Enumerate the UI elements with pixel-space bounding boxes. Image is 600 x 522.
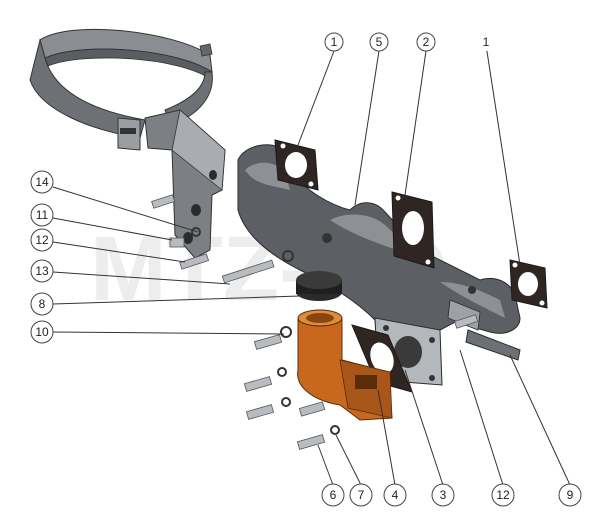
svg-text:2: 2 <box>423 35 430 49</box>
callout-13: 13 <box>30 259 54 283</box>
callout-10: 10 <box>30 320 54 344</box>
callout-1-right: 1 <box>477 33 495 51</box>
svg-text:13: 13 <box>35 264 49 278</box>
callout-2: 2 <box>416 32 436 52</box>
svg-text:8: 8 <box>39 297 46 311</box>
svg-text:1: 1 <box>331 35 338 49</box>
gasket-4 <box>351 324 413 393</box>
svg-text:1: 1 <box>483 35 490 49</box>
clamp-band <box>29 28 213 151</box>
gasket-2 <box>391 191 435 269</box>
svg-text:4: 4 <box>392 488 399 502</box>
callout-3: 3 <box>431 483 455 507</box>
svg-text:12: 12 <box>496 488 510 502</box>
svg-text:11: 11 <box>36 208 49 222</box>
callout-9: 9 <box>558 483 582 507</box>
svg-text:5: 5 <box>376 35 383 49</box>
leader-lines <box>52 44 571 486</box>
callout-8: 8 <box>30 292 54 316</box>
gasket-1-left <box>274 139 319 191</box>
svg-text:14: 14 <box>35 175 49 189</box>
gasket-1-right <box>509 259 548 309</box>
callout-4: 4 <box>383 483 407 507</box>
svg-text:9: 9 <box>567 488 574 502</box>
callout-7: 7 <box>349 483 373 507</box>
svg-text:7: 7 <box>358 488 365 502</box>
callout-12-bottom: 12 <box>491 483 515 507</box>
callout-14: 14 <box>30 170 54 194</box>
bolts-and-washers <box>151 194 479 450</box>
svg-text:10: 10 <box>35 325 49 339</box>
callout-12-left: 12 <box>30 228 54 252</box>
cap <box>296 271 342 301</box>
callout-5: 5 <box>369 32 389 52</box>
callout-11: 11 <box>30 203 54 227</box>
svg-text:6: 6 <box>330 488 337 502</box>
callout-1-top: 1 <box>324 32 344 52</box>
callout-6: 6 <box>321 483 345 507</box>
svg-text:12: 12 <box>35 233 49 247</box>
svg-text:3: 3 <box>440 488 447 502</box>
mounting-bracket <box>144 109 226 259</box>
elbow-pipe <box>297 309 393 421</box>
